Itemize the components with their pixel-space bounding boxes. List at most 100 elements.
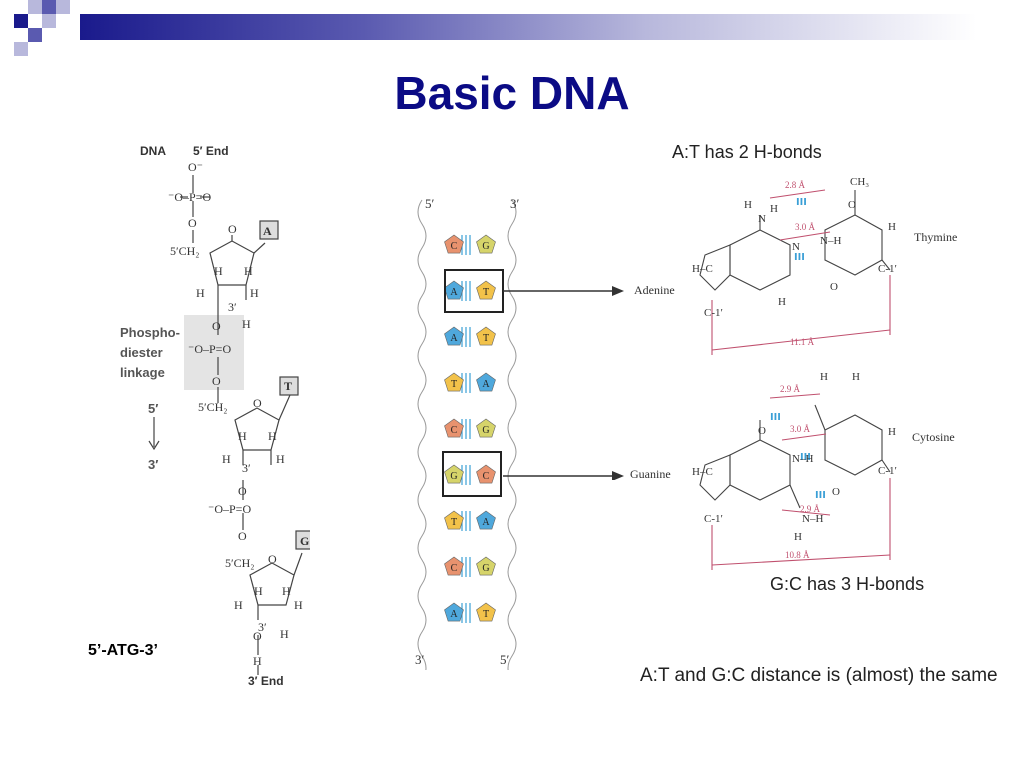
svg-text:H–C: H–C (692, 466, 713, 478)
nucleotide-c (476, 464, 496, 484)
svg-text:C-1′: C-1′ (704, 307, 723, 319)
svg-text:ııı: ııı (815, 486, 826, 501)
nucleotide-a (476, 510, 496, 530)
svg-text:O: O (253, 629, 262, 643)
svg-text:O⁻: O⁻ (188, 160, 203, 174)
nucleotide-letter: T (483, 609, 489, 620)
nucleotide-letter: G (450, 471, 457, 482)
gc-distance-3: 2.9 Å (800, 504, 821, 514)
nucleotide-letter: G (482, 425, 489, 436)
nucleotide-letter: T (451, 379, 457, 390)
ladder-5-bottom: 5′ (500, 652, 510, 667)
svg-text:H: H (244, 264, 253, 278)
nucleotide-c (444, 556, 464, 576)
slide-title: Basic DNA (394, 67, 630, 119)
highlight-box-gc (442, 451, 502, 497)
svg-text:H: H (214, 264, 223, 278)
at-span: 11.1 Å (790, 337, 815, 347)
svg-text:H: H (242, 317, 251, 331)
svg-text:N–H: N–H (802, 513, 823, 525)
nucleotide-a (444, 326, 464, 346)
svg-text:H: H (268, 429, 277, 443)
adenine-label: Adenine (634, 283, 675, 297)
base-label-g: G (300, 534, 309, 548)
svg-text:H: H (276, 452, 285, 466)
nucleotide-g (476, 556, 496, 576)
svg-text:5′CH₂: 5′CH₂ (198, 400, 227, 414)
svg-text:H: H (254, 584, 263, 598)
svg-text:H: H (888, 221, 896, 233)
title-bar-gradient (80, 14, 1024, 40)
at-bond-note: A:T has 2 H-bonds (672, 142, 822, 162)
nucleotide-letter: G (482, 563, 489, 574)
nucleotide-g (476, 234, 496, 254)
pointer-arrows (503, 286, 624, 480)
svg-text:ııı: ııı (800, 448, 811, 463)
nucleotide-letter: A (450, 333, 458, 344)
svg-text:O: O (758, 425, 766, 437)
svg-text:O: O (238, 484, 247, 498)
sequence-label: 5’-ATG-3’ (88, 642, 158, 659)
nucleotide-letter: A (482, 517, 490, 528)
nucleotide-letter: T (483, 333, 489, 344)
svg-text:H: H (196, 286, 205, 300)
nucleotide-letter: T (483, 287, 489, 298)
nucleotide-letter: T (451, 517, 457, 528)
svg-text:ııı: ııı (770, 408, 781, 423)
gc-distance-2: 3.0 Å (790, 424, 811, 434)
svg-text:N–H: N–H (820, 235, 841, 247)
svg-text:ııı: ııı (794, 248, 805, 263)
thymine-label: Thymine (914, 230, 958, 244)
svg-text:H–C: H–C (692, 263, 713, 275)
svg-text:H: H (234, 598, 243, 612)
at-distance-2: 3.0 Å (795, 222, 816, 232)
svg-text:H: H (888, 426, 896, 438)
nucleotide-t (444, 372, 464, 392)
svg-text:H: H (852, 371, 860, 383)
svg-text:O: O (830, 281, 838, 293)
svg-text:3′: 3′ (258, 620, 267, 634)
svg-text:5′CH₂: 5′CH₂ (225, 556, 254, 570)
linkage-line-3: linkage (120, 365, 165, 380)
base-label-a: A (263, 224, 272, 238)
corner-decoration (14, 0, 70, 56)
nucleotide-t (444, 510, 464, 530)
nucleotide-t (476, 602, 496, 622)
svg-text:⁻O–P=O: ⁻O–P=O (208, 502, 251, 516)
svg-text:H: H (253, 654, 262, 668)
backbone-5-end: 5′ End (193, 144, 229, 158)
svg-text:O: O (253, 396, 262, 410)
nucleotide-letter: A (482, 379, 490, 390)
svg-text:O: O (188, 216, 197, 230)
svg-text:C-1′: C-1′ (704, 513, 723, 525)
svg-text:N: N (758, 213, 766, 225)
nucleotide-t (476, 280, 496, 300)
svg-text:O: O (212, 374, 221, 388)
gc-distance-1: 2.9 Å (780, 384, 801, 394)
nucleotide-letter: C (483, 471, 490, 482)
backbone-label: DNA (140, 144, 166, 158)
svg-text:⁻O–P=O: ⁻O–P=O (188, 342, 231, 356)
svg-text:5′CH₂: 5′CH₂ (170, 244, 199, 258)
nucleotide-letter: C (451, 563, 458, 574)
nucleotide-g (476, 418, 496, 438)
svg-text:3′: 3′ (228, 300, 237, 314)
linkage-line-2: diester (120, 345, 163, 360)
nucleotide-g (444, 464, 464, 484)
svg-text:C-1′: C-1′ (878, 465, 897, 477)
nucleotide-c (444, 418, 464, 438)
gc-bond-note: G:C has 3 H-bonds (770, 574, 925, 594)
svg-text:H: H (294, 598, 303, 612)
ladder-5-top: 5′ (425, 196, 435, 211)
nucleotide-letter: A (450, 609, 458, 620)
svg-text:H: H (778, 296, 786, 308)
